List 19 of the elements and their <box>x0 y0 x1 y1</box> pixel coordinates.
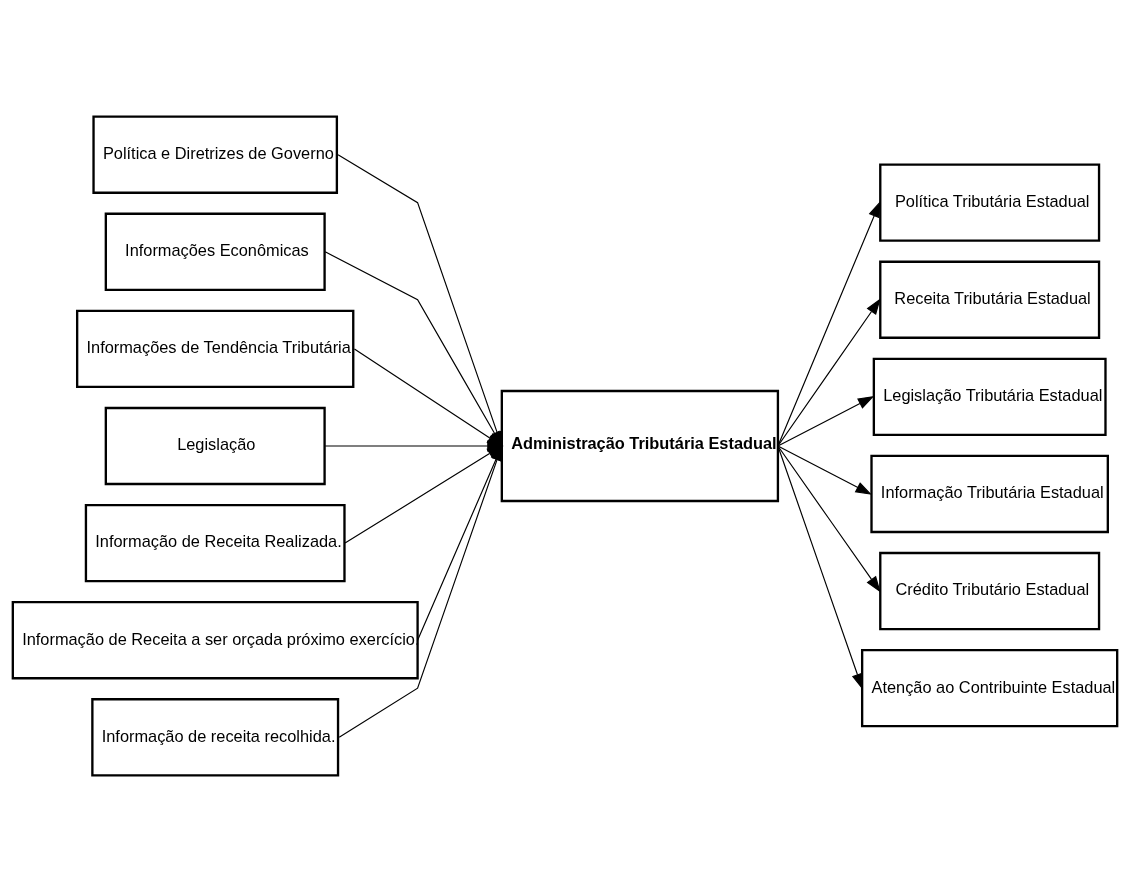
node-box: Administração Tributária Estadual <box>500 389 780 502</box>
arrow <box>777 297 881 447</box>
arrow <box>777 444 881 592</box>
node-box: Informação de Receita Realizada. <box>84 503 346 582</box>
node-box: Legislação <box>104 406 326 485</box>
arrow <box>777 200 881 447</box>
node-box: Política Tributária Estadual <box>879 162 1101 242</box>
arrow <box>777 444 872 495</box>
node-box: Crédito Tributário Estadual <box>879 551 1101 630</box>
arrow <box>777 444 863 690</box>
node-box: Informação Tributária Estadual <box>870 454 1109 533</box>
node-box: Informações Econômicas <box>104 212 326 291</box>
arrow <box>777 395 875 447</box>
node-box: Atenção ao Contribuinte Estadual <box>861 648 1119 727</box>
node-box: Receita Tributária Estadual <box>879 260 1101 339</box>
node-box: Informação de receita recolhida. <box>91 697 340 776</box>
node-box: Informações de Tendência Tributária <box>76 309 355 388</box>
node-box: Política e Diretrizes de Governo <box>92 115 339 194</box>
node-box: Legislação Tributária Estadual <box>872 357 1107 436</box>
